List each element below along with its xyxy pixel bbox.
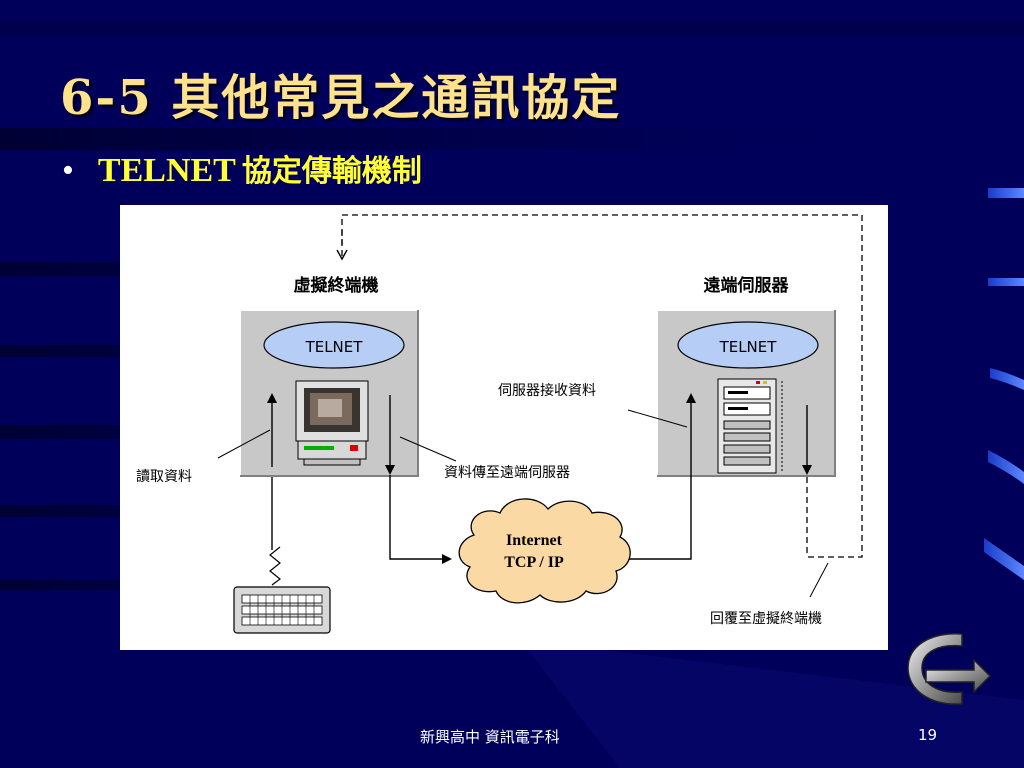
from-internet-line: [628, 477, 692, 560]
send-data-leader: [399, 436, 457, 462]
bullet-label-en: TELNET: [97, 152, 236, 189]
telnet-diagram-svg: 虛擬終端機 遠端伺服器 TELNET: [136, 214, 863, 634]
virtual-terminal-label: 虛擬終端機: [294, 275, 379, 296]
telnet-diagram: 虛擬終端機 遠端伺服器 TELNET: [120, 205, 888, 650]
page-number: 19: [918, 726, 938, 744]
server-receive-label: 伺服器接收資料: [498, 382, 596, 399]
server-icon: [717, 378, 783, 474]
cloud-internet-label: Internet: [506, 532, 563, 549]
to-internet-arrow: [389, 475, 452, 564]
reply-label: 回覆至虛擬終端機: [710, 611, 822, 627]
reply-dashed-path: [341, 214, 863, 558]
remote-server-label: 遠端伺服器: [704, 275, 790, 296]
bullet-label-zh: 協定傳輸機制: [241, 154, 422, 189]
send-to-server-label: 資料傳至遠端伺服器: [444, 465, 570, 481]
bullet-marker: •: [62, 152, 74, 189]
receive-data-leader: [627, 409, 688, 428]
telnet-left-label: TELNET: [305, 338, 364, 356]
monitor-icon: [295, 380, 369, 466]
read-data-leader: [217, 429, 271, 459]
reply-leader: [809, 562, 829, 598]
keyboard-icon: [233, 586, 331, 634]
telnet-right-label: TELNET: [719, 338, 778, 356]
read-data-label: 讀取資料: [136, 469, 192, 485]
footer-school: 新興高中 資訊電子科: [420, 728, 560, 746]
telnet-left-ellipse: [263, 321, 405, 369]
telnet-right-ellipse: [677, 321, 819, 369]
internet-cloud-icon: [458, 498, 631, 604]
keyboard-cable: [269, 546, 281, 586]
slide-title: 6-5 其他常見之通訊協定: [60, 70, 622, 126]
corner-logo-icon: [907, 633, 992, 705]
cloud-tcpip-label: TCP / IP: [504, 554, 564, 571]
